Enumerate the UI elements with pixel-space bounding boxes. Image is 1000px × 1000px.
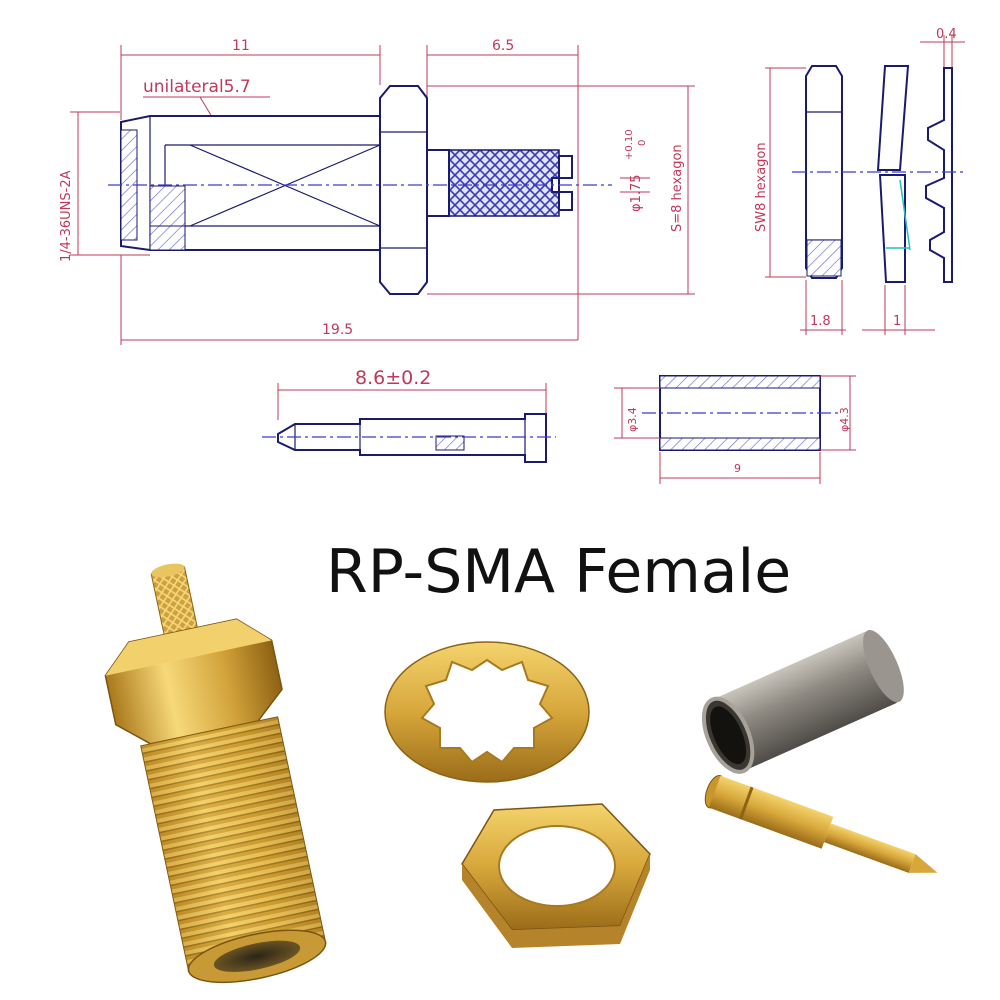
nut-hex-label: SW8 hexagon — [754, 142, 769, 232]
pin-length-dim: 8.6±0.2 — [355, 367, 431, 389]
center-pin-photo — [704, 774, 938, 873]
dim-nut-thickness: 1.8 — [810, 314, 831, 329]
nut-washer-drawing: 0.4 SW8 hexagon 1.8 1 — [754, 27, 965, 335]
ferrule-length-dim: 9 — [734, 462, 741, 475]
star-washer-photo — [384, 641, 590, 783]
unilateral-label: unilateral5.7 — [143, 77, 251, 97]
ferrule-outer-dim: φ4.3 — [838, 407, 851, 432]
body-drawing: 11 6.5 unilateral5.7 1/4-36UNS-2A — [59, 38, 695, 345]
dim-washer-thickness: 1 — [893, 314, 901, 329]
ferrule-drawing: φ3.4 φ4.3 9 — [614, 375, 856, 484]
pin-hole-tol-upper: +0.10 — [624, 129, 635, 160]
pin-hole-tol-lower: 0 — [637, 140, 648, 146]
dim-total: 19.5 — [322, 322, 353, 338]
product-title: RP-SMA Female — [326, 537, 791, 607]
hex-nut-photo — [461, 803, 651, 948]
ferrule-inner-dim: φ3.4 — [626, 407, 639, 432]
dim-washer-sheet: 0.4 — [936, 27, 957, 42]
pin-hole-dim: φ1.75 — [629, 174, 644, 212]
thread-label: 1/4-36UNS-2A — [59, 170, 74, 262]
connector-body-photo — [104, 563, 327, 984]
hex-size-label: S=8 hexagon — [670, 144, 685, 232]
ferrule-photo — [701, 630, 904, 774]
pin-drawing: 8.6±0.2 — [262, 367, 556, 463]
dim-length-left: 11 — [232, 38, 250, 54]
dim-length-right: 6.5 — [492, 38, 514, 54]
